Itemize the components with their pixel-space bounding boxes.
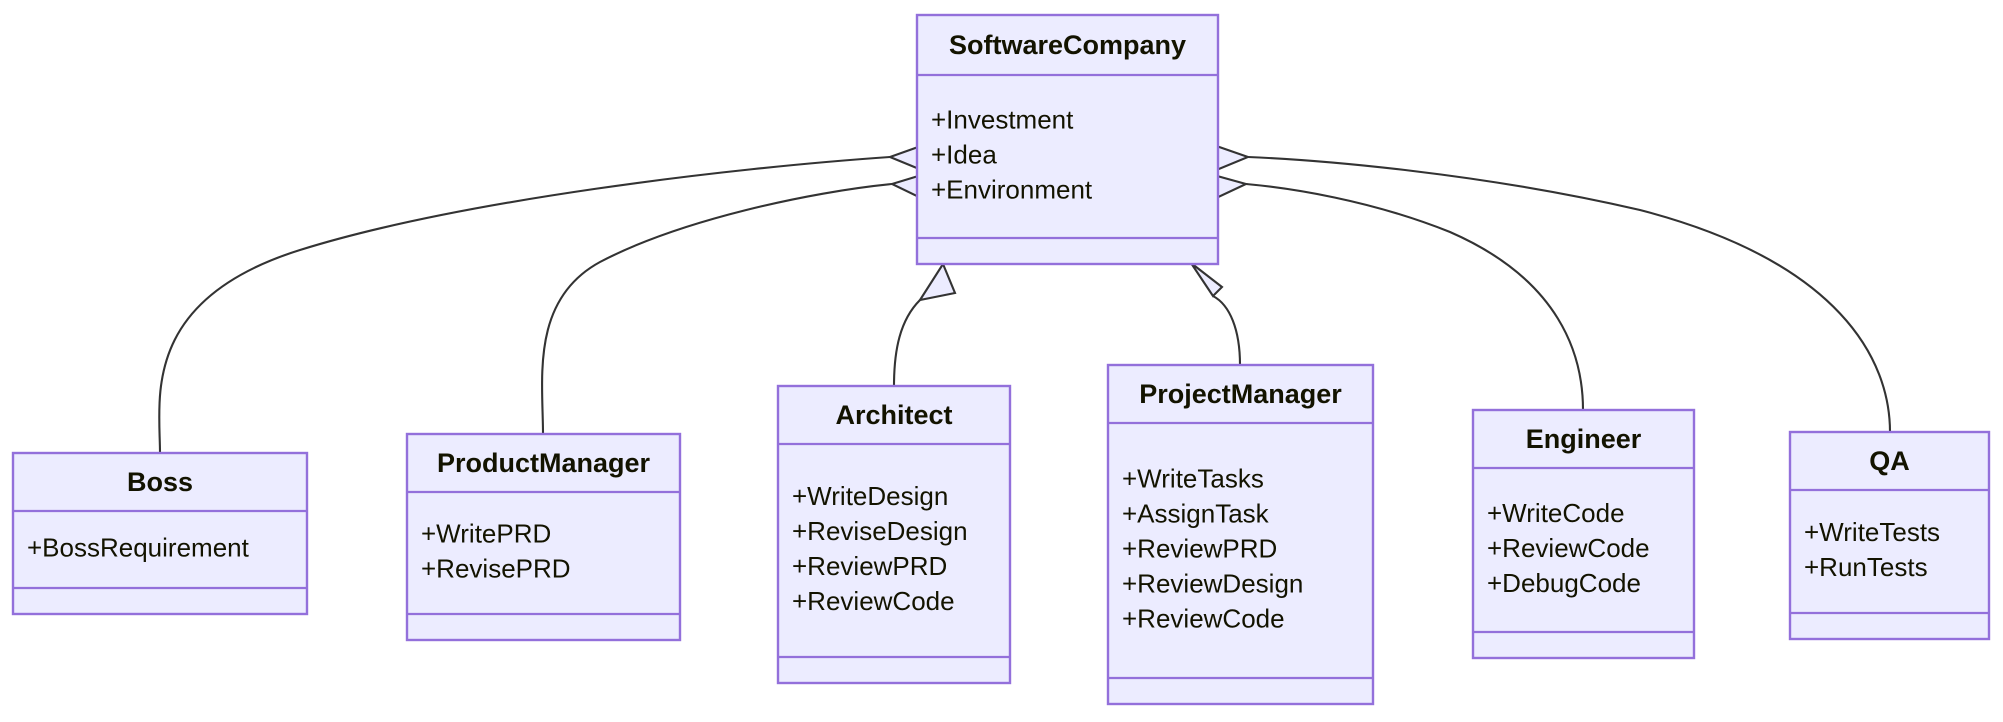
edge-line bbox=[892, 299, 921, 387]
class-attribute-label: +ReviseDesign bbox=[792, 516, 968, 546]
class-name-label: SoftwareCompany bbox=[949, 30, 1186, 60]
generalization-edge-architect-to-softwarecompany bbox=[892, 261, 957, 387]
generalization-edge-projectmanager-to-softwarecompany bbox=[1190, 262, 1242, 366]
class-attribute-label: +RevisePRD bbox=[421, 553, 571, 583]
class-name-label: QA bbox=[1869, 446, 1910, 476]
class-box-frame[interactable] bbox=[405, 432, 682, 642]
class-box-productmanager[interactable]: ProductManager +WritePRD +RevisePRD bbox=[405, 432, 682, 642]
class-attribute-label: +WritePRD bbox=[421, 518, 551, 548]
class-box-projectmanager[interactable]: ProjectManager +WriteTasks +AssignTask +Rev… bbox=[1106, 363, 1375, 706]
class-box-frame[interactable] bbox=[1788, 430, 1991, 641]
class-name-label: ProjectManager bbox=[1139, 379, 1342, 409]
class-attribute-label: +AssignTask bbox=[1122, 498, 1270, 528]
class-attribute-label: +WriteTasks bbox=[1122, 463, 1264, 493]
class-attribute-label: +ReviewPRD bbox=[792, 551, 947, 581]
class-attribute-label: +WriteCode bbox=[1487, 498, 1625, 528]
edge-line bbox=[1212, 295, 1242, 366]
class-box-frame[interactable] bbox=[1106, 363, 1375, 706]
class-name-label: Architect bbox=[835, 400, 952, 430]
inheritance-arrow-icon bbox=[917, 261, 957, 302]
class-attribute-label: +ReviewCode bbox=[1487, 533, 1650, 563]
class-attribute-label: +RunTests bbox=[1804, 552, 1928, 582]
inheritance-arrow-icon bbox=[1190, 262, 1224, 298]
edge-line bbox=[158, 155, 891, 454]
class-name-label: Engineer bbox=[1526, 424, 1642, 454]
class-box-engineer[interactable]: Engineer +WriteCode +ReviewCode +DebugCode bbox=[1471, 408, 1696, 660]
class-box-frame[interactable] bbox=[776, 384, 1012, 685]
classes-layer: SoftwareCompany +Investment +Idea +Environm… bbox=[11, 13, 1991, 706]
class-attribute-label: +DebugCode bbox=[1487, 568, 1641, 598]
class-attribute-label: +BossRequirement bbox=[27, 532, 250, 562]
class-attribute-label: +ReviewDesign bbox=[1122, 568, 1303, 598]
class-box-qa[interactable]: QA +WriteTests +RunTests bbox=[1788, 430, 1991, 641]
edge-line bbox=[1247, 155, 1892, 433]
class-attribute-label: +ReviewPRD bbox=[1122, 533, 1277, 563]
edge-line bbox=[1245, 182, 1585, 411]
class-box-softwarecompany[interactable]: SoftwareCompany +Investment +Idea +Environm… bbox=[915, 13, 1220, 266]
class-attribute-label: +WriteTests bbox=[1804, 517, 1940, 547]
class-attribute-label: +ReviewCode bbox=[792, 586, 955, 616]
class-name-label: ProductManager bbox=[437, 448, 651, 478]
class-attribute-label: +Idea bbox=[931, 139, 997, 169]
class-box-boss[interactable]: Boss +BossRequirement bbox=[11, 451, 309, 616]
class-attribute-label: +Investment bbox=[931, 104, 1074, 134]
class-box-architect[interactable]: Architect +WriteDesign +ReviseDesign +Revie… bbox=[776, 384, 1012, 685]
class-attribute-label: +Environment bbox=[931, 174, 1093, 204]
class-attribute-label: +WriteDesign bbox=[792, 481, 948, 511]
class-box-frame[interactable] bbox=[1471, 408, 1696, 660]
edge-line bbox=[540, 182, 893, 435]
class-attribute-label: +ReviewCode bbox=[1122, 603, 1285, 633]
class-name-label: Boss bbox=[127, 467, 193, 497]
class-box-frame[interactable] bbox=[915, 13, 1220, 266]
